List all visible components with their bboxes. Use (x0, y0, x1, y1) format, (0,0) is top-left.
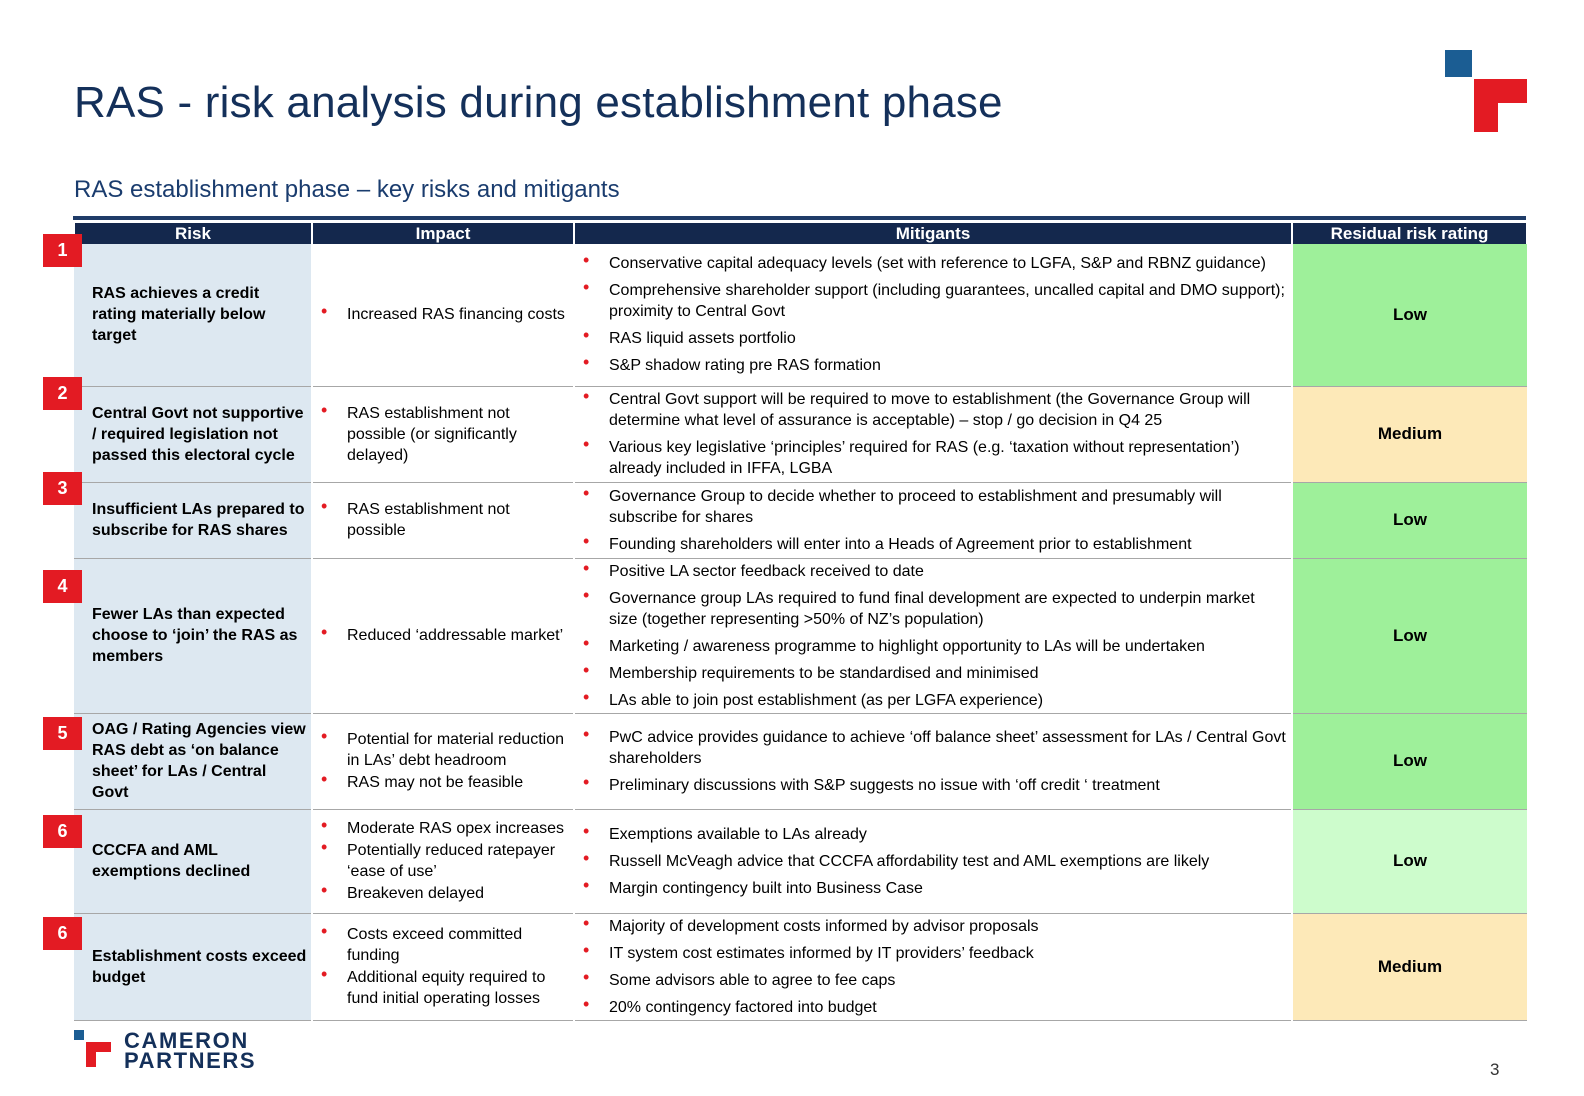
mitigant-item: Comprehensive shareholder support (inclu… (581, 277, 1287, 322)
header-impact: Impact (311, 223, 575, 244)
impact-cell: Reduced ‘addressable market’ (312, 558, 575, 714)
mitigant-item: PwC advice provides guidance to achieve … (581, 724, 1287, 769)
impact-cell: Potential for material reduction in LAs’… (312, 713, 575, 810)
mitigant-item: Founding shareholders will enter into a … (581, 531, 1287, 555)
mitigants-cell: Governance Group to decide whether to pr… (574, 482, 1293, 559)
page-title: RAS - risk analysis during establishment… (74, 78, 1003, 127)
rating-cell-low: Low (1292, 713, 1527, 810)
table-top-rule (73, 216, 1526, 220)
rating-cell-low: Low (1292, 482, 1527, 559)
risk-cell: RAS achieves a credit rating materially … (74, 244, 313, 387)
mitigants-cell: Exemptions available to LAs already Russ… (574, 809, 1293, 914)
risk-cell: Central Govt not supportive / required l… (74, 386, 313, 483)
risk-table: Risk Impact Mitigants Residual risk rati… (73, 223, 1528, 1021)
risk-number-badge: 2 (43, 377, 82, 410)
mitigant-item: Majority of development costs informed b… (581, 913, 1287, 937)
mitigant-item: Some advisors able to agree to fee caps (581, 967, 1287, 991)
mitigant-item: Exemptions available to LAs already (581, 821, 1287, 845)
mitigant-item: Margin contingency built into Business C… (581, 875, 1287, 899)
impact-item: RAS establishment not possible (or signi… (319, 400, 569, 466)
header-residual-risk-rating: Residual risk rating (1291, 223, 1528, 244)
page-number: 3 (1490, 1060, 1500, 1079)
brand-name-line1: CAMERON (124, 1028, 249, 1053)
mitigant-item: RAS liquid assets portfolio (581, 325, 1287, 349)
mitigant-item: IT system cost estimates informed by IT … (581, 940, 1287, 964)
table-row: Establishment costs exceed budget Costs … (74, 913, 1527, 1021)
table-row: RAS achieves a credit rating materially … (74, 244, 1527, 387)
mitigant-item: LAs able to join post establishment (as … (581, 687, 1287, 711)
risk-table-container: Risk Impact Mitigants Residual risk rati… (73, 216, 1528, 1021)
impact-item: Potentially reduced ratepayer ‘ease of u… (319, 837, 569, 882)
risk-number-badge: 1 (43, 234, 82, 267)
rating-cell-low: Low (1292, 244, 1527, 387)
risk-number-badge: 5 (43, 717, 82, 750)
impact-item: Increased RAS financing costs (319, 301, 569, 325)
risk-cell: Insufficient LAs prepared to subscribe f… (74, 482, 313, 559)
risk-number-badge: 4 (43, 570, 82, 603)
impact-cell: Moderate RAS opex increases Potentially … (312, 809, 575, 914)
rating-cell-medium: Medium (1292, 386, 1527, 483)
impact-cell: Costs exceed committed funding Additiona… (312, 913, 575, 1021)
mitigants-cell: Central Govt support will be required to… (574, 386, 1293, 483)
risk-cell: Fewer LAs than expected choose to ‘join’… (74, 558, 313, 714)
mitigant-item: S&P shadow rating pre RAS formation (581, 352, 1287, 376)
mitigant-item: Governance Group to decide whether to pr… (581, 483, 1287, 528)
mitigants-cell: Majority of development costs informed b… (574, 913, 1293, 1021)
impact-item: Moderate RAS opex increases (319, 815, 569, 839)
risk-cell: Establishment costs exceed budget (74, 913, 313, 1021)
table-header-row: Risk Impact Mitigants Residual risk rati… (73, 223, 1528, 244)
impact-item: RAS establishment not possible (319, 496, 569, 541)
impact-item: Potential for material reduction in LAs’… (319, 726, 569, 771)
mitigant-item: Russell McVeagh advice that CCCFA afford… (581, 848, 1287, 872)
logo-blue-square (74, 1030, 84, 1040)
impact-cell: RAS establishment not possible (312, 482, 575, 559)
mitigant-item: Membership requirements to be standardis… (581, 660, 1287, 684)
mitigants-cell: PwC advice provides guidance to achieve … (574, 713, 1293, 810)
logo-blue-square (1445, 50, 1472, 77)
rating-cell-low: Low (1292, 809, 1527, 914)
risk-cell: CCCFA and AML exemptions declined (74, 809, 313, 914)
mitigant-item: Various key legislative ‘principles’ req… (581, 434, 1287, 479)
mitigant-item: Central Govt support will be required to… (581, 386, 1287, 431)
rating-cell-medium: Medium (1292, 913, 1527, 1021)
mitigant-item: Preliminary discussions with S&P suggest… (581, 772, 1287, 796)
impact-cell: Increased RAS financing costs (312, 244, 575, 387)
header-risk: Risk (73, 223, 313, 244)
risk-number-badge: 6 (43, 917, 82, 950)
logo-red-bar-horizontal (86, 1042, 111, 1052)
mitigant-item: Conservative capital adequacy levels (se… (581, 250, 1287, 274)
rating-cell-low: Low (1292, 558, 1527, 714)
table-row: OAG / Rating Agencies view RAS debt as ‘… (74, 713, 1527, 810)
risk-number-badge: 3 (43, 472, 82, 505)
brand-name-line2: PARTNERS (124, 1048, 257, 1073)
table-row: Insufficient LAs prepared to subscribe f… (74, 482, 1527, 559)
logo-red-bar-vertical (86, 1042, 96, 1067)
impact-cell: RAS establishment not possible (or signi… (312, 386, 575, 483)
mitigant-item: Governance group LAs required to fund fi… (581, 585, 1287, 630)
mitigant-item: Marketing / awareness programme to highl… (581, 633, 1287, 657)
table-row: CCCFA and AML exemptions declined Modera… (74, 809, 1527, 914)
impact-item: Breakeven delayed (319, 880, 569, 904)
cameron-partners-logo-mark (1445, 50, 1527, 132)
header-mitigants: Mitigants (573, 223, 1293, 244)
mitigants-cell: Positive LA sector feedback received to … (574, 558, 1293, 714)
impact-item: RAS may not be feasible (319, 769, 569, 793)
risk-number-badge: 6 (43, 815, 82, 848)
impact-item: Costs exceed committed funding (319, 921, 569, 966)
table-row: Fewer LAs than expected choose to ‘join’… (74, 558, 1527, 714)
table-row: Central Govt not supportive / required l… (74, 386, 1527, 483)
risk-cell: OAG / Rating Agencies view RAS debt as ‘… (74, 713, 313, 810)
mitigant-item: 20% contingency factored into budget (581, 994, 1287, 1018)
impact-item: Reduced ‘addressable market’ (319, 622, 569, 646)
impact-item: Additional equity required to fund initi… (319, 964, 569, 1009)
mitigant-item: Positive LA sector feedback received to … (581, 558, 1287, 582)
logo-red-bar-vertical (1474, 79, 1498, 132)
page-subtitle: RAS establishment phase – key risks and … (74, 176, 620, 203)
mitigants-cell: Conservative capital adequacy levels (se… (574, 244, 1293, 387)
